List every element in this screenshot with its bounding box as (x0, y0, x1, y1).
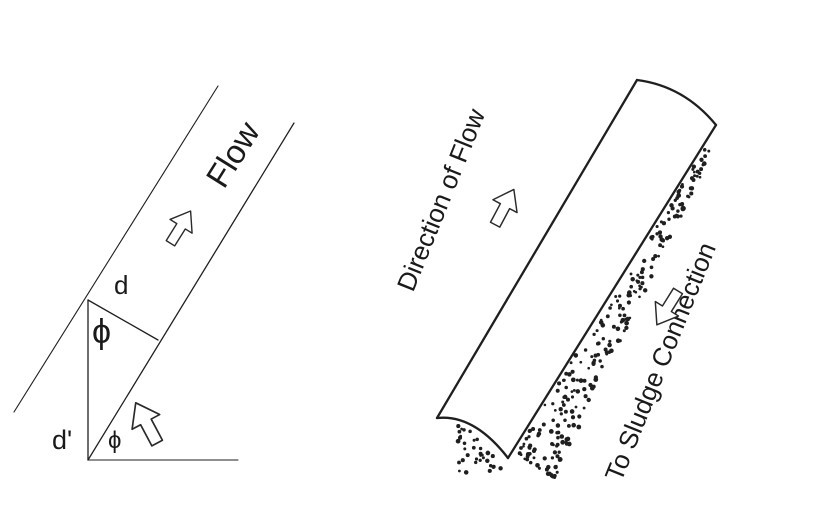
tube-settler-diagram: Direction of Flow To Sludge Connection (391, 78, 722, 485)
lower-plate-line (87, 122, 295, 461)
tube-bottom-opening (435, 416, 510, 460)
direction-of-flow-arrow-icon (489, 188, 518, 228)
flow-direction-arrow-icon (165, 210, 193, 247)
plate-geometry-diagram: Flow d d' ϕ ϕ (13, 85, 295, 461)
phi-upper-label: ϕ (92, 313, 111, 351)
inlet-arrow-icon (131, 401, 164, 447)
sludge-connection-arrow-icon (654, 287, 684, 326)
upper-plate-line (13, 85, 219, 413)
flow-label: Flow (199, 115, 267, 194)
sludge-deposit (455, 147, 711, 480)
sludge-connection-label: To Sludge Connection (599, 238, 722, 485)
tube-top-end (635, 78, 718, 127)
d-prime-label: d' (52, 425, 72, 455)
phi-lower-label: ϕ (108, 427, 121, 454)
direction-of-flow-label: Direction of Flow (391, 104, 491, 295)
d-label: d (114, 270, 128, 300)
perpendicular-spacing-line (87, 299, 159, 341)
tube-upper-edge (435, 78, 639, 420)
tube-lower-edge (506, 123, 718, 460)
